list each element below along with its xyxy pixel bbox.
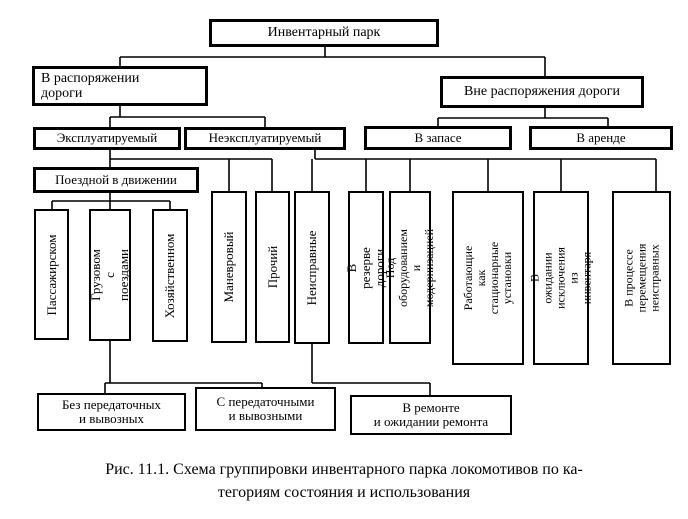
modernization-label: Под оборудованием и модернизацией [383,228,436,307]
economic-box: Хозяйственном [152,209,188,342]
passenger-label: Пассажирском [43,234,59,315]
outside-disposal-box: Вне распоряжения дороги [440,76,644,108]
stationary-box: Работающие как стационарные установки [452,191,524,365]
other-label: Прочий [264,245,280,289]
without-transfer-box: Без передаточных и вывозных [37,393,186,431]
with-transfer-box: С передаточными и вывозными [195,387,336,431]
shunting-box: Маневровый [211,191,247,343]
road-disposal-box: В распоряжении дороги [32,66,208,106]
reserve-box: В запасе [364,126,512,150]
road-reserve-label: В резерве дороги [343,246,388,289]
passenger-box: Пассажирском [34,209,69,340]
modernization-box: Под оборудованием и модернизацией [383,191,436,344]
awaiting-exclusion-box: В ожидании исключения из инвентаря [528,191,593,365]
economic-label: Хозяйственном [161,233,177,318]
shunting-label: Маневровый [220,231,236,303]
transfer-faulty-box: В процессе перемещения неисправных [612,191,671,365]
train-moving-box: Поездной в движении [33,167,199,193]
non-operated-box: Неэксплуатируемый [184,127,346,150]
awaiting-exclusion-label: В ожидании исключения из инвентаря [527,247,594,309]
root-box: Инвентарный парк [209,19,439,47]
freight-box: Грузовом с поездами [87,209,132,341]
rent-box: В аренде [529,126,673,150]
faulty-box: Неисправные [294,191,330,344]
road-reserve-box: В резерве дороги [343,191,388,344]
stationary-label: Работающие как стационарные установки [461,241,514,315]
figure-caption: Рис. 11.1. Схема группировки инвентарног… [105,461,583,501]
freight-label: Грузовом с поездами [87,248,132,302]
operated-box: Эксплуатируемый [33,127,181,150]
repair-box: В ремонте и ожидании ремонта [350,395,512,435]
transfer-faulty-label: В процессе перемещения неисправных [621,243,661,313]
faulty-label: Неисправные [303,230,319,305]
other-box: Прочий [255,191,290,343]
